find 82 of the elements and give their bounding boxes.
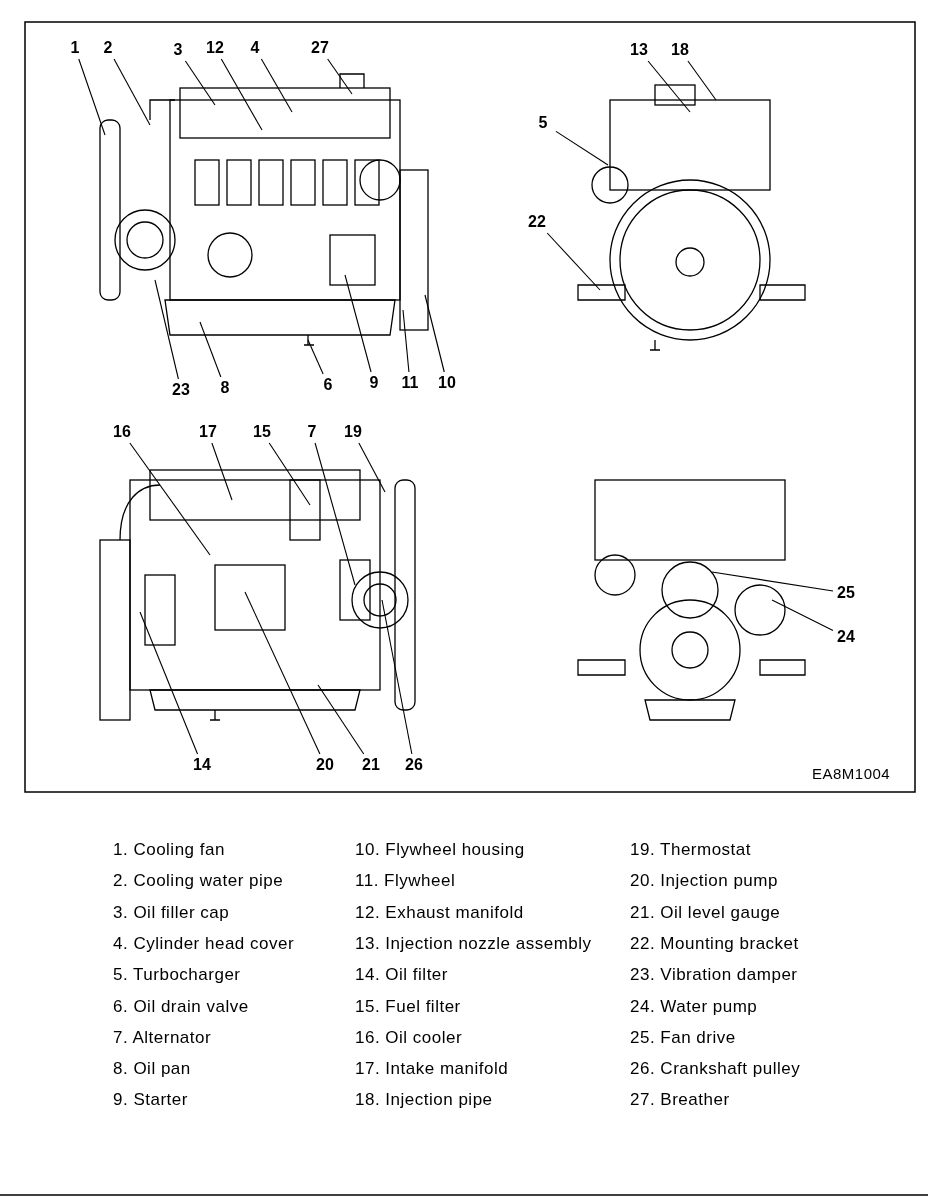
callout-number: 27: [308, 39, 332, 57]
callout-number: 13: [627, 41, 651, 59]
callout-number: 25: [834, 584, 858, 602]
callout-number: 4: [243, 39, 267, 57]
leader-line: [314, 442, 356, 586]
callout-number: 5: [531, 114, 555, 132]
leader-line: [381, 599, 413, 755]
part-list-item: 27. Breather: [630, 1090, 730, 1111]
leader-line: [199, 321, 222, 378]
leader-line: [327, 58, 353, 95]
callout-number: 16: [110, 423, 134, 441]
callout-number: 1: [63, 39, 87, 57]
part-list-item: 25. Fan drive: [630, 1027, 736, 1048]
callout-number: 17: [196, 423, 220, 441]
leader-line: [424, 294, 445, 373]
leader-line: [184, 60, 216, 106]
part-list-item: 3. Oil filler cap: [113, 902, 230, 923]
part-list-item: 7. Alternator: [113, 1027, 212, 1048]
leader-line: [268, 442, 311, 506]
part-list-item: 22. Mounting bracket: [630, 933, 799, 954]
leader-line: [129, 442, 211, 556]
drawing-code: EA8M1004: [812, 765, 891, 782]
callout-number: 6: [316, 376, 340, 394]
part-list-item: 18. Injection pipe: [355, 1090, 493, 1111]
callout-number: 18: [668, 41, 692, 59]
part-list-item: 15. Fuel filter: [355, 996, 461, 1017]
part-list-item: 8. Oil pan: [113, 1059, 191, 1080]
leader-line: [358, 442, 386, 493]
part-list-item: 24. Water pump: [630, 996, 758, 1017]
leader-line: [546, 232, 601, 291]
leader-line: [317, 684, 365, 755]
part-list-item: 23. Vibration damper: [630, 965, 798, 986]
part-list-item: 4. Cylinder head cover: [113, 933, 295, 954]
leader-line: [211, 442, 233, 501]
callout-number: 22: [525, 213, 549, 231]
part-list-item: 14. Oil filter: [355, 965, 448, 986]
part-list-item: 21. Oil level gauge: [630, 902, 781, 923]
leader-line: [687, 60, 717, 101]
part-list-item: 11. Flywheel: [355, 871, 456, 892]
callout-number: 2: [96, 39, 120, 57]
part-list-item: 5. Turbocharger: [113, 965, 241, 986]
callout-number: 14: [190, 756, 214, 774]
callout-number: 20: [313, 756, 337, 774]
leader-line: [555, 130, 609, 166]
part-list-item: 16. Oil cooler: [355, 1027, 463, 1048]
leader-line: [244, 591, 321, 755]
part-list-item: 26. Crankshaft pulley: [630, 1059, 801, 1080]
callout-number: 9: [362, 374, 386, 392]
part-list-item: 2. Cooling water pipe: [113, 871, 284, 892]
part-list-item: 1. Cooling fan: [113, 840, 225, 860]
part-list-item: 17. Intake manifold: [355, 1059, 509, 1080]
leader-line: [344, 274, 372, 373]
callout-number: 7: [300, 423, 324, 441]
leader-line: [113, 58, 151, 126]
part-list-item: 6. Oil drain valve: [113, 996, 249, 1017]
callout-number: 12: [203, 39, 227, 57]
leader-line: [260, 58, 293, 113]
leader-line: [78, 58, 106, 136]
callout-number: 21: [359, 756, 383, 774]
callout-number: 23: [169, 381, 193, 399]
callout-number: 26: [402, 756, 426, 774]
leader-line: [154, 279, 179, 380]
part-list-item: 10. Flywheel housing: [355, 840, 525, 860]
callout-number: 11: [398, 374, 422, 392]
callout-number: 15: [250, 423, 274, 441]
part-list-item: 20. Injection pump: [630, 871, 778, 892]
callout-number: 24: [834, 628, 858, 646]
callout-number: 10: [435, 374, 459, 392]
callout-number: 3: [166, 41, 190, 59]
leader-line: [402, 309, 410, 373]
callout-number: 19: [341, 423, 365, 441]
leader-line: [139, 611, 199, 755]
part-list-item: 9. Starter: [113, 1090, 188, 1111]
leader-line: [220, 58, 263, 131]
leader-line: [647, 60, 691, 113]
part-list-item: 13. Injection nozzle assembly: [355, 933, 592, 954]
leader-line: [711, 571, 834, 592]
leader-line: [771, 599, 834, 632]
part-list-item: 19. Thermostat: [630, 840, 752, 860]
callout-number: 8: [213, 379, 237, 397]
leader-line: [307, 339, 324, 375]
part-list-item: 12. Exhaust manifold: [355, 902, 524, 923]
